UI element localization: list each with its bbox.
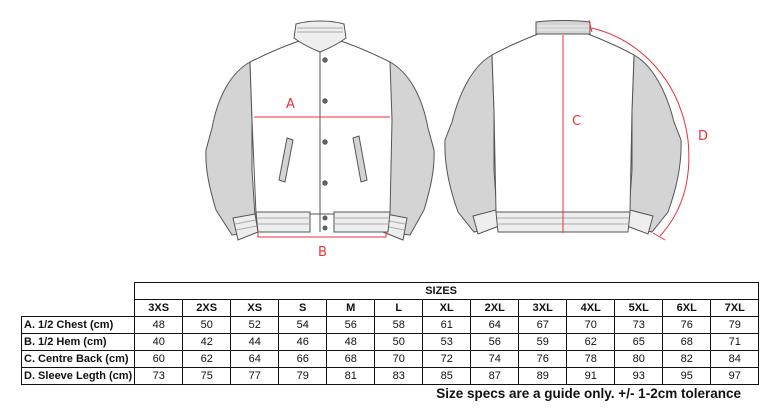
cell: 84 [710,350,760,368]
hem-label: B [318,245,327,260]
cell: 62 [182,350,232,368]
table-row: C. Centre Back (cm) 60 62 64 66 68 70 72… [20,350,760,368]
chest-label: A [286,97,295,112]
cell: 64 [230,350,280,368]
table-title-row: SIZES [22,282,760,300]
cell: 65 [614,333,664,351]
cell: 46 [278,333,328,351]
cell: 48 [134,316,184,334]
size-header: S [278,299,328,317]
cell: 85 [422,367,472,385]
cell: 93 [614,367,664,385]
cell: 59 [518,333,568,351]
cell: 61 [422,316,472,334]
cell: 97 [710,367,760,385]
cell: 82 [662,350,712,368]
size-header: 6XL [662,299,712,317]
cell: 74 [470,350,520,368]
row-label: B. 1/2 Hem (cm) [20,333,136,351]
row-label: A. 1/2 Chest (cm) [20,316,136,334]
size-header: L [374,299,424,317]
table-row: A. 1/2 Chest (cm) 48 50 52 54 56 58 61 6… [20,316,760,334]
cell: 76 [518,350,568,368]
cell: 89 [518,367,568,385]
cell: 70 [566,316,616,334]
sizes-title: SIZES [134,282,760,300]
cell: 72 [422,350,472,368]
cell: 73 [134,367,184,385]
cell: 48 [326,333,376,351]
cell: 79 [710,316,760,334]
size-header: 4XL [566,299,616,317]
size-header: 3XL [518,299,568,317]
cell: 62 [566,333,616,351]
cell: 77 [230,367,280,385]
size-header: 5XL [614,299,664,317]
front-measure-lines [254,116,390,238]
cell: 58 [374,316,424,334]
size-header: M [326,299,376,317]
front-jacket-illustration [205,20,435,241]
size-header-row: 3XS 2XS XS S M L XL 2XL 3XL 4XL 5XL 6XL … [22,299,760,317]
table-row: B. 1/2 Hem (cm) 40 42 44 46 48 50 53 56 … [20,333,760,351]
size-header: 7XL [710,299,760,317]
cell: 87 [470,367,520,385]
jacket-illustrations [205,19,690,241]
cell: 80 [614,350,664,368]
size-header: 3XS [134,299,184,317]
cell: 67 [518,316,568,334]
cell: 71 [710,333,760,351]
cell: 73 [614,316,664,334]
cell: 68 [662,333,712,351]
size-diagram: A B C D [205,19,709,260]
size-header: 2XS [182,299,232,317]
centre-back-label: C [572,114,582,129]
cell: 75 [182,367,232,385]
back-measure-lines [562,19,690,241]
cell: 60 [134,350,184,368]
cell: 91 [566,367,616,385]
size-header: XL [422,299,472,317]
cell: 83 [374,367,424,385]
cell: 66 [278,350,328,368]
cell: 52 [230,316,280,334]
cell: 78 [566,350,616,368]
cell: 44 [230,333,280,351]
cell: 81 [326,367,376,385]
cell: 53 [422,333,472,351]
cell: 54 [278,316,328,334]
cell: 50 [374,333,424,351]
size-header: 2XL [470,299,520,317]
table-row: D. Sleeve Legth (cm) 73 75 77 79 81 83 8… [20,367,760,385]
cell: 42 [182,333,232,351]
cell: 64 [470,316,520,334]
row-label: C. Centre Back (cm) [20,350,136,368]
sleeve-length-label: D [698,129,709,144]
row-label: D. Sleeve Legth (cm) [20,367,136,385]
cell: 70 [374,350,424,368]
tolerance-note: Size specs are a guide only. +/- 1-2cm t… [436,386,741,401]
cell: 56 [326,316,376,334]
cell: 50 [182,316,232,334]
cell: 56 [470,333,520,351]
cell: 79 [278,367,328,385]
cell: 95 [662,367,712,385]
cell: 76 [662,316,712,334]
size-header: XS [230,299,280,317]
size-chart-table: SIZES 3XS 2XS XS S M L XL 2XL 3XL 4XL 5X… [20,282,760,385]
cell: 40 [134,333,184,351]
cell: 68 [326,350,376,368]
